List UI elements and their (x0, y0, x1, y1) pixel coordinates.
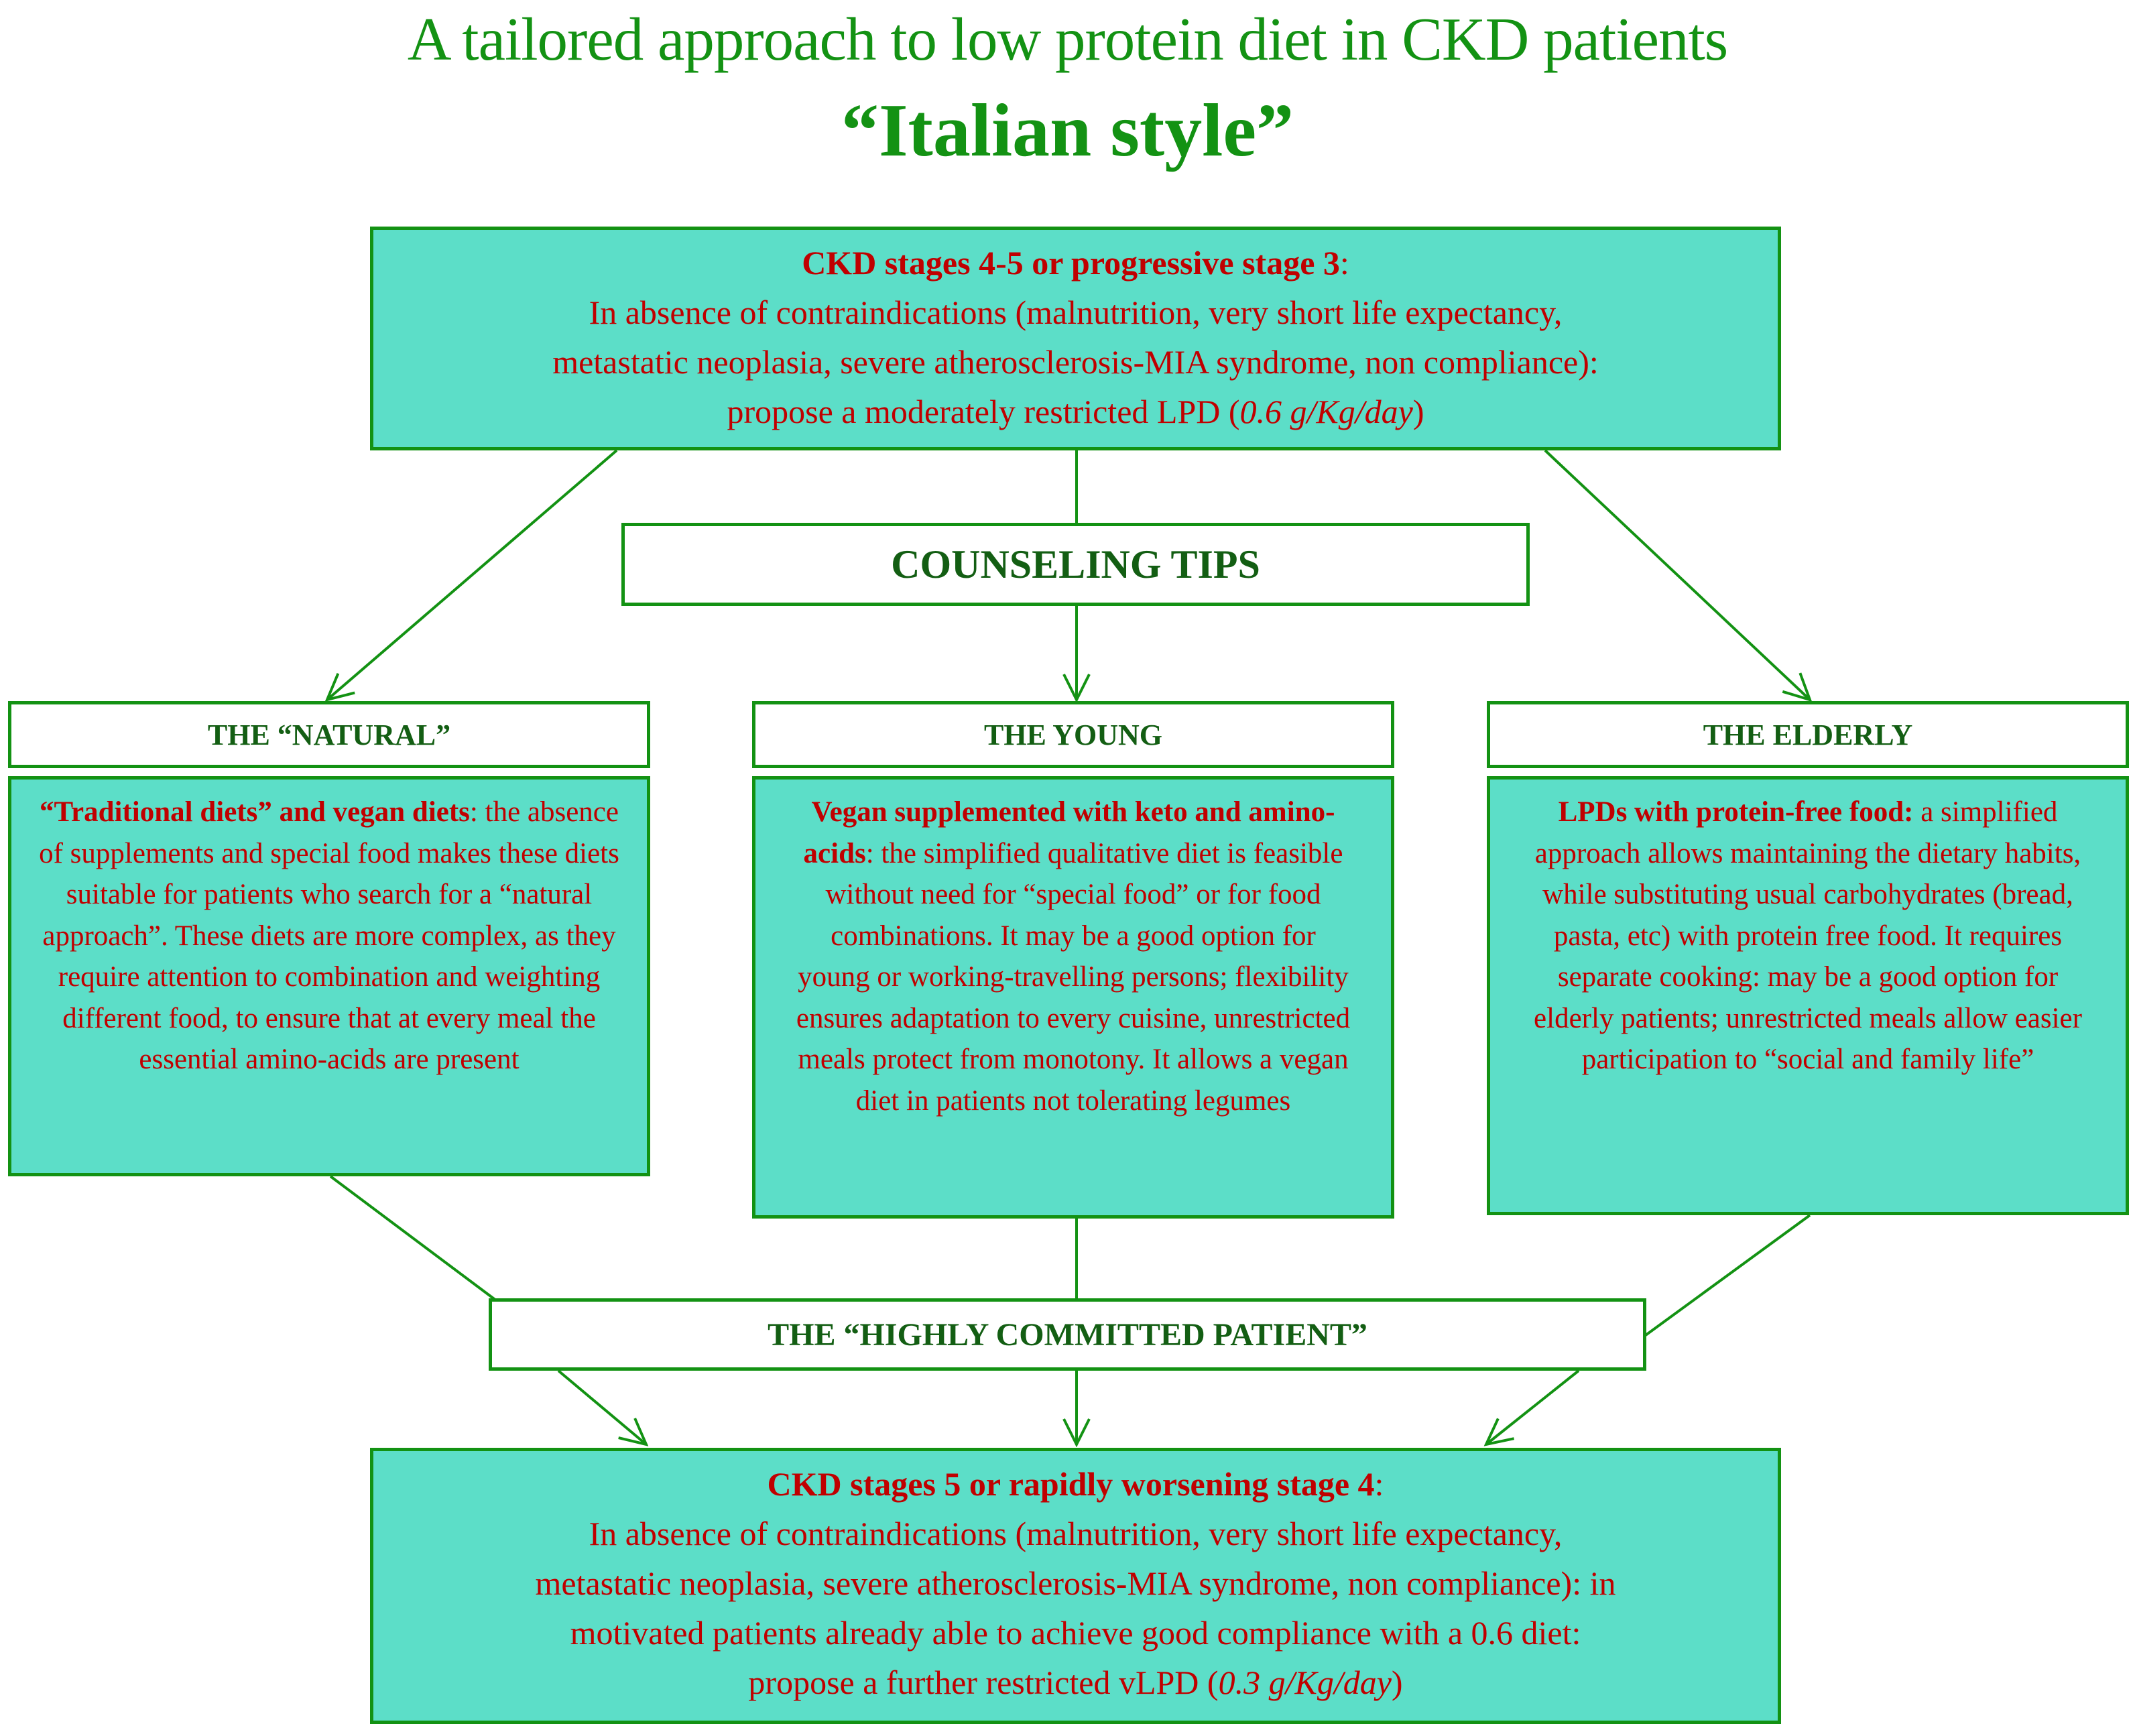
young-description-box: Vegan supplemented with keto and amino-a… (752, 776, 1394, 1219)
header-young: THE YOUNG (752, 701, 1394, 768)
elderly-description-box: LPDs with protein-free food: a simplifie… (1487, 776, 2129, 1215)
top-box-line-2: metastatic neoplasia, severe atheroscler… (552, 343, 1599, 381)
bottom-box-ckd-stage-5: CKD stages 5 or rapidly worsening stage … (370, 1448, 1781, 1724)
connector-elderly-to-highly (1644, 1214, 1811, 1337)
header-natural: THE “NATURAL” (8, 701, 650, 768)
bottom-box-line-2: metastatic neoplasia, severe atheroscler… (535, 1564, 1616, 1602)
diagram-title: A tailored approach to low protein diet … (407, 5, 1728, 73)
natural-description-text: : the absence of supplements and special… (39, 796, 619, 1075)
natural-bold-lead: “Traditional diets” and vegan diets (40, 796, 470, 828)
bottom-box-dose: 0.3 g/Kg/day (1218, 1664, 1392, 1701)
arrow-top-to-natural (327, 449, 618, 700)
top-box-ckd-stages-4-5: CKD stages 4-5 or progressive stage 3: I… (370, 227, 1781, 450)
top-box-dose: 0.6 g/Kg/day (1239, 393, 1413, 430)
elderly-bold-lead: LPDs with protein-free food: (1558, 796, 1914, 828)
connector-natural-to-highly (329, 1175, 497, 1302)
diagram-subtitle: “Italian style” (841, 89, 1294, 172)
counseling-tips-box: COUNSELING TIPS (621, 523, 1530, 606)
header-elderly: THE ELDERLY (1487, 701, 2129, 768)
highly-committed-box: THE “HIGHLY COMMITTED PATIENT” (489, 1298, 1646, 1371)
bottom-box-line-1: In absence of contraindications (malnutr… (589, 1515, 1563, 1552)
arrow-top-to-elderly (1544, 449, 1810, 700)
bottom-box-line-3: motivated patients already able to achie… (570, 1614, 1581, 1652)
arrow-highly-to-bottom-left (557, 1369, 646, 1444)
top-box-line-1: In absence of contraindications (malnutr… (589, 294, 1563, 331)
elderly-description-text: a simplified approach allows maintaining… (1534, 796, 2082, 1075)
arrow-highly-to-bottom-right (1486, 1369, 1580, 1444)
natural-description-box: “Traditional diets” and vegan diets: the… (8, 776, 650, 1176)
top-box-heading: CKD stages 4-5 or progressive stage 3 (802, 244, 1340, 282)
bottom-box-heading: CKD stages 5 or rapidly worsening stage … (767, 1465, 1375, 1503)
young-description-text: : the simplified qualitative diet is fea… (796, 837, 1351, 1117)
young-bold-lead: Vegan supplemented with keto and amino-a… (803, 796, 1335, 869)
